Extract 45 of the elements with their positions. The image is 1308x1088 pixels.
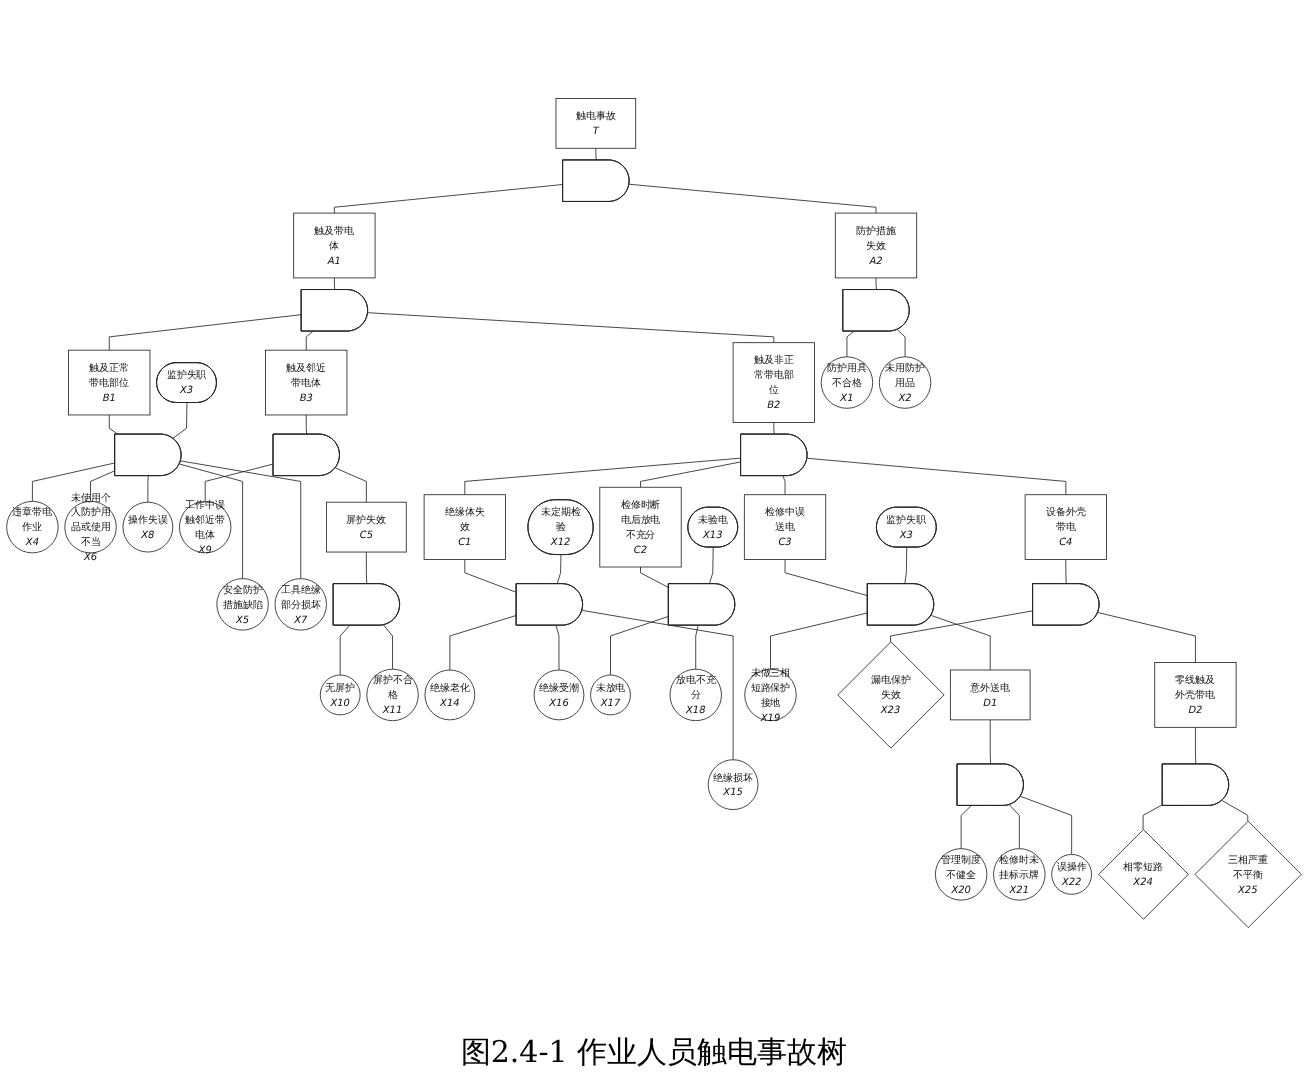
connector — [989, 719, 992, 765]
connector — [806, 457, 1067, 496]
connector — [365, 551, 368, 585]
connector — [305, 331, 314, 351]
connector — [904, 547, 908, 585]
connector — [782, 475, 786, 496]
connector — [930, 615, 991, 671]
connector — [333, 277, 336, 291]
connector — [640, 461, 742, 488]
connector — [896, 329, 906, 358]
connector — [708, 547, 714, 585]
connector — [595, 147, 597, 161]
connector — [339, 625, 350, 676]
connector — [1097, 612, 1196, 663]
connector — [108, 314, 302, 351]
connector — [846, 331, 855, 358]
connector — [464, 559, 517, 593]
connector — [464, 457, 742, 496]
connector — [1195, 726, 1197, 765]
connector — [449, 614, 517, 671]
connector — [640, 566, 670, 589]
connector — [204, 463, 274, 502]
connector — [383, 624, 393, 670]
connector — [305, 414, 308, 435]
connector — [172, 402, 188, 439]
connector — [770, 612, 869, 670]
connector — [1221, 800, 1249, 822]
connector — [1008, 804, 1020, 850]
connector — [147, 475, 149, 503]
connector — [581, 609, 734, 761]
connector — [367, 312, 775, 344]
connector — [333, 184, 564, 214]
connector — [108, 414, 119, 435]
connector — [875, 277, 877, 291]
connector — [960, 805, 972, 850]
connector — [773, 422, 775, 435]
connector — [784, 559, 869, 597]
connector — [890, 610, 1034, 643]
figure-caption: 图2.4-1 作业人员触电事故树 — [460, 1034, 848, 1072]
connector — [555, 625, 560, 671]
connector — [695, 625, 699, 670]
connector — [628, 183, 877, 214]
connector — [1065, 559, 1067, 585]
connector — [32, 462, 116, 502]
connector — [556, 554, 562, 585]
